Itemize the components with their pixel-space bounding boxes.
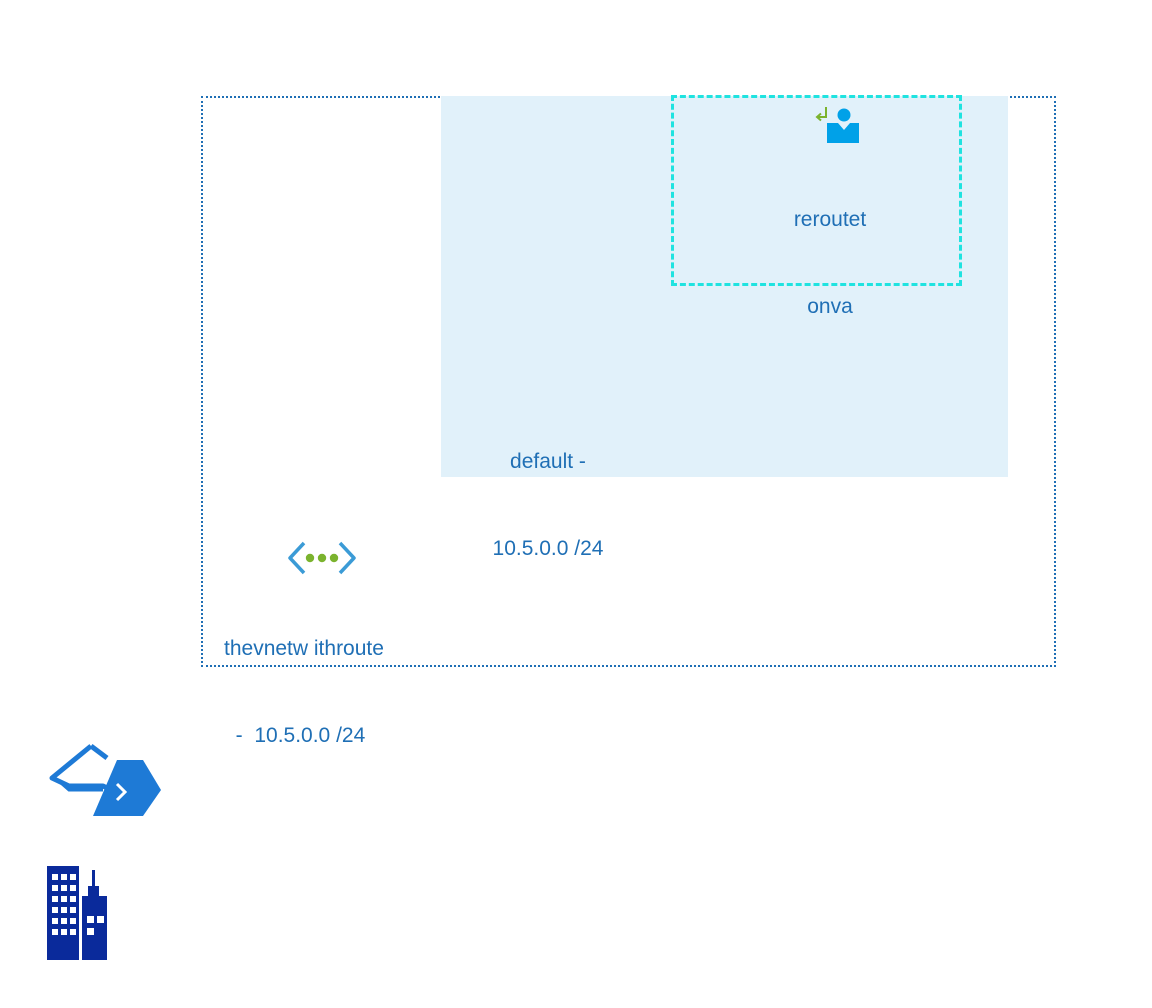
office-buildings-icon bbox=[47, 866, 107, 960]
route-table-icon bbox=[815, 107, 859, 143]
route-table-label: reroutet onva bbox=[760, 147, 900, 350]
vnet-name-line2: - 10.5.0.0 /24 bbox=[224, 724, 366, 747]
subnet-name-line1: default - bbox=[510, 450, 586, 473]
subnet-label: default - 10.5.0.0 /24 bbox=[468, 389, 628, 592]
subnet-default bbox=[441, 96, 1008, 477]
network-gateway-icon bbox=[49, 744, 161, 816]
subnet-name-line2: 10.5.0.0 /24 bbox=[492, 537, 604, 560]
vnet-label: thevnetw ithroute - 10.5.0.0 /24 bbox=[224, 576, 384, 779]
route-table-name-line2: onva bbox=[807, 295, 853, 318]
vnet-name-line1: thevnetw ithroute bbox=[224, 637, 384, 660]
route-table-boundary bbox=[671, 95, 962, 286]
route-table-name-line1: reroutet bbox=[793, 208, 867, 231]
virtual-network-icon bbox=[288, 541, 356, 575]
